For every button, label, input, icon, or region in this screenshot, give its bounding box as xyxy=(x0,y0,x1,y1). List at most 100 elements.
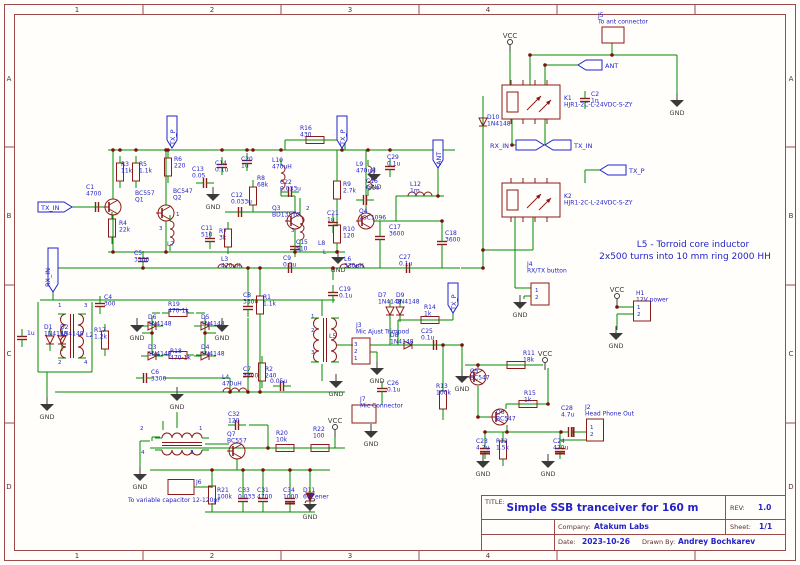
r8-resistor[interactable] xyxy=(249,180,257,212)
cmix-capacitor[interactable] xyxy=(17,329,27,347)
k2-relay[interactable] xyxy=(501,178,561,222)
k1-relay[interactable] xyxy=(501,80,561,124)
r20-resistor[interactable] xyxy=(269,444,301,452)
j2-connector[interactable] xyxy=(586,418,604,442)
j6-connector[interactable] xyxy=(167,479,195,495)
vcc-symbol[interactable]: VCC xyxy=(328,417,343,437)
r16-resistor[interactable] xyxy=(299,136,331,144)
gnd-symbol[interactable]: GND xyxy=(513,295,528,319)
net-ant-right[interactable]: ANT xyxy=(577,59,618,71)
r14-resistor[interactable] xyxy=(414,316,446,324)
net-tx-in-right[interactable]: TX_IN xyxy=(544,139,593,151)
c2-capacitor[interactable] xyxy=(580,91,590,109)
q2-transistor[interactable] xyxy=(156,204,175,222)
gnd-symbol[interactable]: GND xyxy=(370,361,385,385)
l5-transformer[interactable] xyxy=(311,317,339,363)
q1-transistor[interactable] xyxy=(103,198,122,216)
r4-resistor[interactable] xyxy=(108,212,116,244)
d4-diode[interactable] xyxy=(194,351,216,361)
d10-diode[interactable] xyxy=(478,111,488,133)
r11-resistor[interactable] xyxy=(500,361,532,369)
q4-transistor[interactable] xyxy=(356,212,375,230)
c22-capacitor[interactable] xyxy=(281,187,299,197)
r5-resistor[interactable] xyxy=(132,156,140,188)
d8-diode[interactable] xyxy=(397,340,419,350)
c26-capacitor[interactable] xyxy=(377,381,387,399)
q6-transistor[interactable] xyxy=(490,408,509,426)
r18-resistor[interactable] xyxy=(162,351,194,359)
net-tx-p-2[interactable]: TX_P xyxy=(336,115,348,149)
d9-diode[interactable] xyxy=(395,300,405,322)
c6-capacitor[interactable] xyxy=(136,373,154,383)
c11-capacitor[interactable] xyxy=(205,231,215,249)
net-rx-in-right[interactable]: RX_IN xyxy=(490,139,545,151)
gnd-symbol[interactable]: GND xyxy=(541,454,556,478)
r15-resistor[interactable] xyxy=(512,400,544,408)
j7-connector[interactable] xyxy=(351,404,377,424)
c32-capacitor[interactable] xyxy=(228,420,246,430)
c005-capacitor[interactable] xyxy=(273,381,291,391)
l12-inductor[interactable] xyxy=(402,191,438,197)
c21-capacitor[interactable] xyxy=(328,215,338,233)
c7-capacitor[interactable] xyxy=(243,366,253,384)
c12-capacitor[interactable] xyxy=(231,207,249,217)
r2-resistor[interactable] xyxy=(258,356,266,388)
q5-transistor[interactable] xyxy=(468,368,487,386)
gnd-symbol[interactable]: GND xyxy=(455,369,470,393)
vcc-symbol[interactable]: VCC xyxy=(503,32,518,52)
r1-resistor[interactable] xyxy=(256,289,264,321)
gnd-symbol[interactable]: GND xyxy=(170,387,185,411)
d3-diode[interactable] xyxy=(141,351,163,361)
c20-capacitor[interactable] xyxy=(242,153,252,171)
l7-inductor[interactable] xyxy=(169,215,175,251)
c24-capacitor[interactable] xyxy=(555,441,565,459)
c13-capacitor[interactable] xyxy=(196,178,214,188)
d1-diode[interactable] xyxy=(45,329,55,351)
gnd-symbol[interactable]: GND xyxy=(206,187,221,211)
gnd-symbol[interactable]: GND xyxy=(215,318,230,342)
c9-capacitor[interactable] xyxy=(281,263,299,273)
gnd-symbol[interactable]: GND xyxy=(40,397,55,421)
h1-connector[interactable] xyxy=(633,300,651,322)
c34-capacitor[interactable] xyxy=(285,491,295,509)
r12-resistor[interactable] xyxy=(499,434,507,466)
gnd-symbol[interactable]: GND xyxy=(130,318,145,342)
c28-capacitor[interactable] xyxy=(561,427,579,437)
r21-resistor[interactable] xyxy=(208,479,216,511)
l8-inductor[interactable] xyxy=(299,210,305,246)
net-rx-in-left[interactable]: RX_IN xyxy=(44,247,59,293)
r22-resistor[interactable] xyxy=(304,444,336,452)
d5-diode[interactable] xyxy=(194,321,216,331)
r6-resistor[interactable] xyxy=(164,151,172,183)
gnd-symbol[interactable]: GND xyxy=(364,424,379,448)
c29-capacitor[interactable] xyxy=(385,159,395,177)
vcc-symbol[interactable]: VCC xyxy=(610,286,625,306)
r7-resistor[interactable] xyxy=(224,222,232,254)
j3-connector[interactable] xyxy=(351,337,371,365)
c16-capacitor[interactable] xyxy=(356,195,374,205)
q3-transistor[interactable] xyxy=(285,212,304,230)
gnd-symbol[interactable]: GND xyxy=(329,374,344,398)
l1-transformer[interactable] xyxy=(155,432,209,456)
gnd-symbol[interactable]: GND xyxy=(367,167,382,191)
r9-resistor[interactable] xyxy=(333,174,341,206)
r3-resistor[interactable] xyxy=(116,156,124,188)
vcc-symbol[interactable]: VCC xyxy=(538,350,553,370)
c18-capacitor[interactable] xyxy=(437,234,447,252)
gnd-symbol[interactable]: GND xyxy=(670,93,685,117)
net-tx-in[interactable]: TX_IN xyxy=(37,201,73,213)
c27-capacitor[interactable] xyxy=(399,263,417,273)
l6-inductor[interactable] xyxy=(334,263,370,269)
c17-capacitor[interactable] xyxy=(375,229,385,247)
c4-capacitor[interactable] xyxy=(95,296,105,314)
q7-transistor[interactable] xyxy=(227,442,246,460)
l10-inductor[interactable] xyxy=(280,159,286,195)
r17-resistor[interactable] xyxy=(101,324,109,356)
r13-resistor[interactable] xyxy=(439,384,447,416)
net-tx-p-right[interactable]: TX_P xyxy=(599,164,645,176)
net-ant-mid[interactable]: ANT xyxy=(432,139,444,169)
l2-transformer[interactable] xyxy=(58,313,86,359)
c31-capacitor[interactable] xyxy=(258,491,268,509)
